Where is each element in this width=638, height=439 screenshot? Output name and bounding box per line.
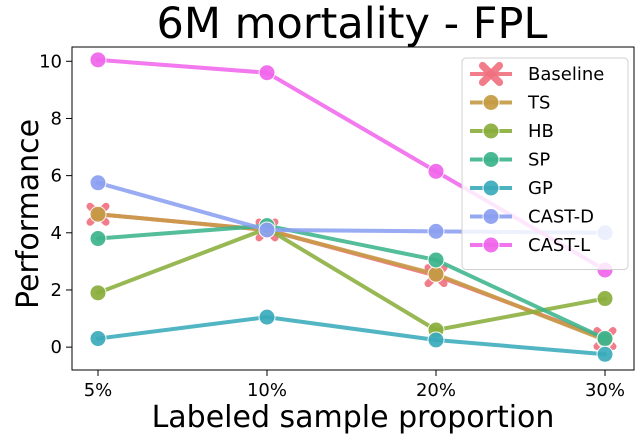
legend-label: CAST-D xyxy=(528,207,594,228)
data-point-ts xyxy=(89,205,107,223)
y-axis: 0 2 4 6 8 10 xyxy=(39,51,72,358)
data-point-gp xyxy=(596,345,614,363)
chart-title: 6M mortality - FPL xyxy=(157,0,548,49)
series-gp xyxy=(89,308,614,363)
legend-label: Baseline xyxy=(528,64,604,85)
series-layer xyxy=(86,51,617,363)
legend-label: SP xyxy=(528,150,550,171)
y-tick-label: 10 xyxy=(39,51,62,72)
series-sp xyxy=(89,217,614,348)
legend-marker-baseline xyxy=(478,61,504,87)
legend-marker-ts xyxy=(482,94,500,111)
data-point-hb xyxy=(89,284,107,302)
data-point-gp xyxy=(258,308,276,326)
data-point-gp xyxy=(427,331,445,349)
legend-item-cast-d: CAST-D xyxy=(470,207,594,228)
legend-item-hb: HB xyxy=(470,121,554,142)
legend-item-baseline: Baseline xyxy=(470,61,604,87)
y-tick-label: 8 xyxy=(51,108,62,129)
data-point-sp xyxy=(427,251,445,269)
data-point-cast-d xyxy=(427,222,445,240)
series-line-ts xyxy=(96,212,607,342)
data-point-hb xyxy=(596,290,614,308)
legend-item-gp: GP xyxy=(470,178,553,199)
legend-label: CAST-L xyxy=(528,235,590,256)
data-point-sp xyxy=(89,230,107,248)
legend-item-cast-l: CAST-L xyxy=(470,235,590,256)
legend-marker-cast-l xyxy=(482,236,500,254)
x-tick-label: 5% xyxy=(84,380,113,401)
y-tick-label: 0 xyxy=(51,337,62,358)
legend-marker-gp xyxy=(482,179,500,197)
legend-marker-cast-d xyxy=(482,208,500,225)
data-point-gp xyxy=(89,330,107,348)
legend-item-sp: SP xyxy=(470,150,550,171)
legend-item-ts: TS xyxy=(470,93,550,114)
x-tick-label: 20% xyxy=(416,380,456,401)
y-tick-label: 2 xyxy=(51,280,62,301)
data-point-cast-l xyxy=(427,162,445,180)
legend-marker-sp xyxy=(482,151,500,168)
data-point-cast-l xyxy=(89,51,107,69)
data-point-sp xyxy=(596,330,614,348)
legend-label: GP xyxy=(528,178,553,199)
legend-marker-hb xyxy=(482,122,500,140)
series-line-gp xyxy=(96,315,607,357)
legend-label: TS xyxy=(527,93,550,114)
series-line-hb xyxy=(96,226,607,332)
data-point-cast-d xyxy=(258,221,276,239)
legend-label: HB xyxy=(528,121,554,142)
plot-area xyxy=(71,46,635,371)
series-line-sp xyxy=(96,223,607,341)
y-tick-label: 4 xyxy=(51,223,62,244)
y-tick-label: 6 xyxy=(51,166,62,187)
data-point-cast-d xyxy=(89,174,107,192)
x-tick-label: 30% xyxy=(585,380,625,401)
x-axis: 5% 10% 20% 30% xyxy=(84,370,625,401)
data-point-ts xyxy=(427,265,445,283)
x-axis-label: Labeled sample proportion xyxy=(152,400,555,435)
data-point-cast-l xyxy=(258,64,276,82)
y-axis-label: Performance xyxy=(11,119,46,309)
x-tick-label: 10% xyxy=(247,380,287,401)
